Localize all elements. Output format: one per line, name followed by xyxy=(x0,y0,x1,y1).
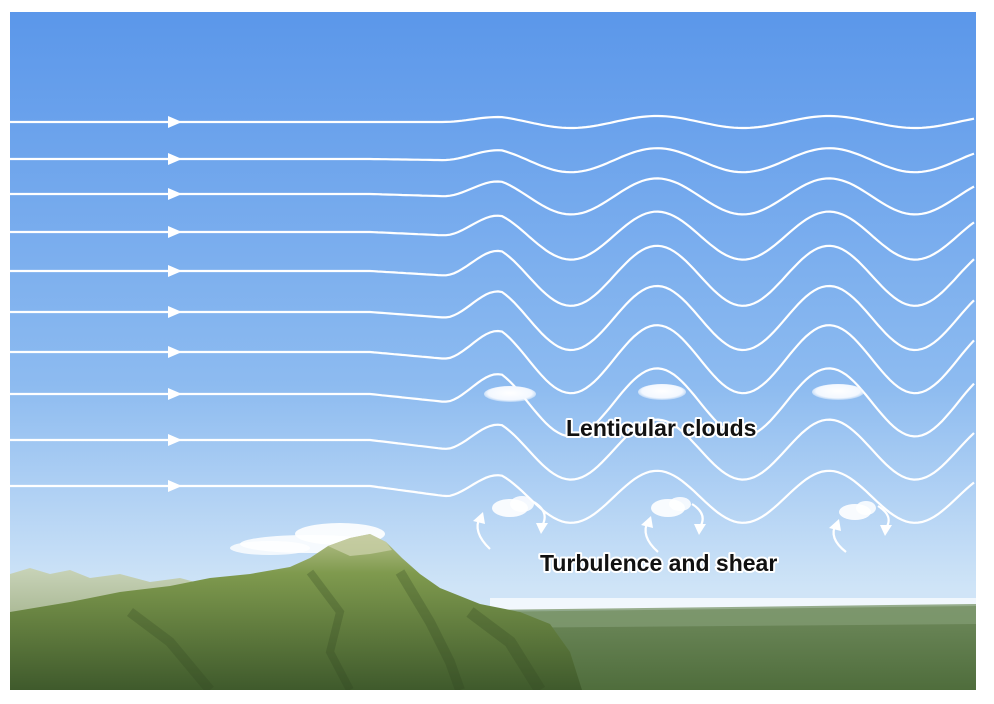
curved-arrow-icon xyxy=(691,503,706,535)
rotor-cloud xyxy=(839,501,876,520)
lenticular-cloud xyxy=(638,384,686,400)
airflow-streamlines xyxy=(10,114,975,524)
mountain-peak xyxy=(328,534,392,556)
arrow-right-icon xyxy=(168,226,182,238)
rotor-arrows xyxy=(473,501,892,553)
lenticular-clouds xyxy=(484,384,864,402)
curved-arrow-icon xyxy=(473,512,491,550)
lenticular-cloud xyxy=(812,384,864,400)
arrow-right-icon xyxy=(168,153,182,165)
lenticular-cloud xyxy=(484,386,536,402)
diagram-canvas: Lenticular clouds Turbulence and shear xyxy=(10,12,976,690)
arrow-right-icon xyxy=(168,116,182,128)
arrow-right-icon xyxy=(168,388,182,400)
rotor-cloud xyxy=(651,497,691,517)
mountain-wave-diagram: Lenticular clouds Turbulence and shear xyxy=(10,12,976,690)
turbulence-and-shear-label: Turbulence and shear xyxy=(540,550,777,576)
arrow-right-icon xyxy=(168,480,182,492)
plains-far xyxy=(480,604,976,628)
arrow-right-icon xyxy=(168,188,182,200)
rotor-clouds xyxy=(492,496,876,520)
curved-arrow-icon xyxy=(641,516,659,553)
curved-arrow-icon xyxy=(829,519,847,553)
mountain xyxy=(10,534,582,690)
arrow-right-icon xyxy=(168,306,182,318)
arrow-right-icon xyxy=(168,434,182,446)
lenticular-clouds-label: Lenticular clouds xyxy=(566,415,756,441)
curved-arrow-icon xyxy=(533,501,548,534)
rotor-cloud xyxy=(492,496,534,517)
arrow-right-icon xyxy=(168,265,182,277)
mountain-texture xyxy=(127,569,546,690)
arrow-right-icon xyxy=(168,346,182,358)
curved-arrow-icon xyxy=(877,505,892,536)
